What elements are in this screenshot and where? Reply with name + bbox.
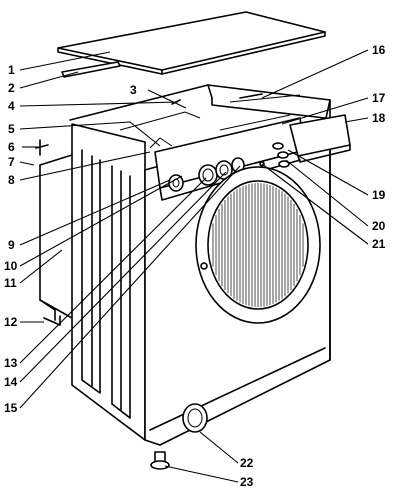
callout-numbers: 1 2 3 4 5 6 7 8 9 10 11 12 13 14 15 16 1… xyxy=(4,43,386,489)
callout-10: 10 xyxy=(4,259,18,273)
filter-cover xyxy=(182,403,208,433)
callout-2: 2 xyxy=(8,81,15,95)
callout-4: 4 xyxy=(8,99,15,113)
callout-leaders xyxy=(19,49,369,483)
side-hook-lower xyxy=(43,315,61,326)
lid-bracket xyxy=(61,61,121,78)
callout-22: 22 xyxy=(240,456,254,470)
callout-3: 3 xyxy=(130,83,137,97)
adjustable-foot xyxy=(150,451,170,470)
callout-16: 16 xyxy=(372,43,386,57)
control-buttons xyxy=(259,142,290,168)
callout-7: 7 xyxy=(8,155,15,169)
callout-11: 11 xyxy=(4,276,17,290)
callout-1: 1 xyxy=(8,63,15,77)
callout-13: 13 xyxy=(4,356,18,370)
top-bolts xyxy=(171,93,263,105)
callout-19: 19 xyxy=(372,188,386,202)
callout-21: 21 xyxy=(372,237,386,251)
callout-23: 23 xyxy=(240,475,254,489)
top-interior-detail xyxy=(119,94,301,149)
callout-20: 20 xyxy=(372,219,386,233)
callout-5: 5 xyxy=(8,122,15,136)
callout-18: 18 xyxy=(372,111,386,125)
callout-6: 6 xyxy=(8,140,15,154)
callout-12: 12 xyxy=(4,315,18,329)
callout-8: 8 xyxy=(8,173,15,187)
callout-17: 17 xyxy=(372,91,386,105)
top-lid xyxy=(57,11,326,75)
door-porthole xyxy=(195,166,321,324)
callout-15: 15 xyxy=(4,401,18,415)
callout-14: 14 xyxy=(4,375,18,389)
callout-9: 9 xyxy=(8,238,15,252)
detergent-drawer xyxy=(289,114,351,163)
